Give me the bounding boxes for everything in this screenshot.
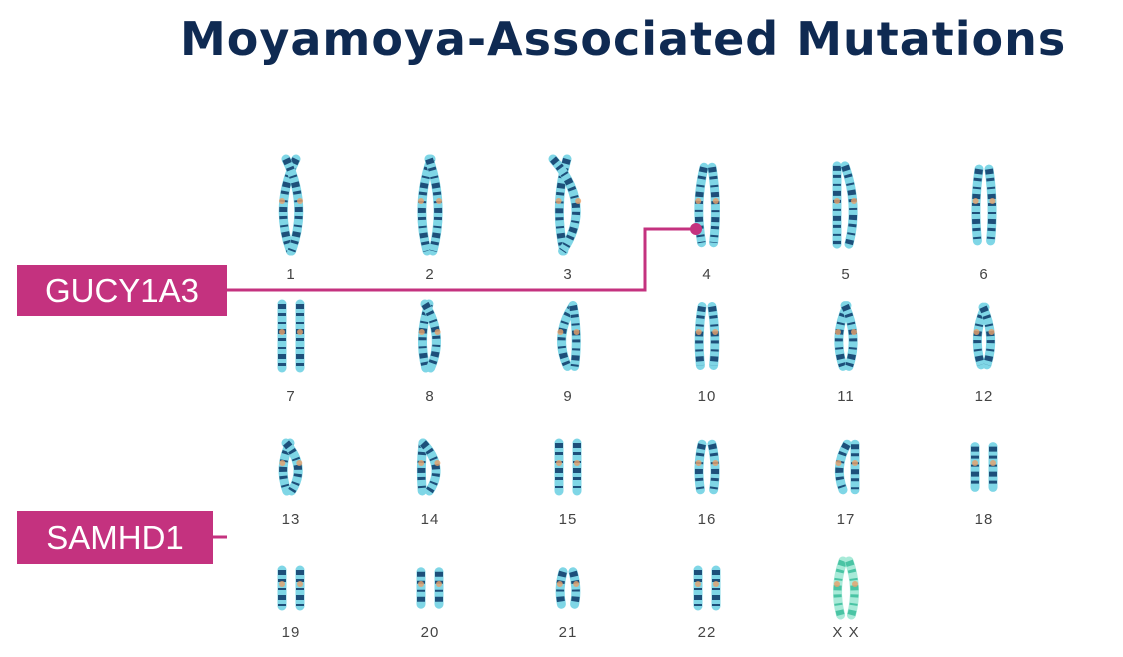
- chromosome-pair-13: [278, 438, 303, 496]
- chromosome-pair-8: [417, 299, 441, 373]
- chromatid-left: [970, 442, 980, 492]
- chromosome-number-label: 15: [558, 511, 578, 528]
- chromosome-number-label: 6: [979, 266, 989, 283]
- chromatid-right: [434, 567, 444, 609]
- chromosome-pair-4: [694, 162, 720, 248]
- chromatid-right: [420, 299, 441, 373]
- chromosome-number-label: 22: [697, 624, 717, 641]
- chromosome-pair-6: [971, 164, 997, 246]
- chromatid-right: [424, 154, 443, 256]
- chromatid-right: [840, 161, 858, 249]
- chromatid-right: [844, 556, 859, 620]
- chromosome-number-label: 4: [702, 266, 712, 283]
- chromatid-right: [295, 565, 305, 611]
- chromatid-left: [694, 162, 709, 248]
- chromatid-right: [568, 567, 581, 609]
- chromatid-right: [707, 162, 720, 248]
- page-title: Moyamoya-Associated Mutations: [180, 12, 1067, 66]
- chromosome-number-label: X X: [832, 624, 860, 641]
- chromosome-number-label: 13: [281, 511, 301, 528]
- chromatid-right: [568, 301, 581, 371]
- chromosome-number-label: 14: [420, 511, 440, 528]
- chromatid-right: [978, 302, 996, 370]
- chromosome-pair-19: [277, 565, 305, 611]
- chromatid-left: [277, 299, 287, 373]
- chromosome-number-label: 12: [974, 388, 994, 405]
- chromatid-right: [984, 164, 997, 246]
- chromosome-number-label: 16: [697, 511, 717, 528]
- chromatid-right: [281, 438, 303, 496]
- chromatid-left: [834, 439, 852, 495]
- chromatid-right: [295, 299, 305, 373]
- chromosome-pair-5: [832, 161, 858, 249]
- gene-label-gucy1a3: GUCY1A3: [17, 265, 227, 316]
- chromosome-pair-3: [548, 154, 582, 256]
- chromosome-number-label: 11: [837, 388, 855, 405]
- chromatid-right: [572, 438, 582, 496]
- chromosome-number-label: 10: [697, 388, 717, 405]
- chromatid-right: [840, 301, 858, 371]
- chromatid-right: [281, 154, 304, 256]
- chromatid-left: [416, 567, 426, 609]
- chromosome-number-label: 19: [281, 624, 301, 641]
- chromosome-pair-22: [693, 565, 721, 611]
- chromosome-pair-xx: [833, 556, 859, 620]
- gucy1a3-locus-marker: [690, 223, 702, 235]
- chromosome-number-label: 21: [558, 624, 578, 641]
- chromosome-pair-1: [278, 154, 304, 256]
- chromosome-pair-9: [557, 301, 581, 371]
- chromosome-pair-17: [834, 439, 860, 495]
- chromosome-number-label: 1: [286, 266, 296, 283]
- gene-label-samhd1: SAMHD1: [17, 511, 213, 564]
- chromatid-left: [277, 565, 287, 611]
- chromosome-pair-10: [694, 302, 720, 370]
- chromatid-left: [694, 439, 707, 495]
- chromosome-pair-12: [972, 302, 996, 370]
- chromosome-number-label: 2: [425, 266, 435, 283]
- chromatid-right: [707, 439, 720, 495]
- chromosome-pair-16: [694, 439, 720, 495]
- chromatid-left: [971, 164, 984, 246]
- chromatid-left: [693, 565, 703, 611]
- chromatid-left: [555, 567, 568, 609]
- chromosome-number-label: 3: [563, 266, 573, 283]
- chromosome-pair-11: [834, 301, 858, 371]
- chromosome-pair-21: [555, 567, 581, 609]
- gucy1a3-connector-line: [227, 227, 695, 292]
- chromosome-number-label: 5: [841, 266, 851, 283]
- chromosome-number-label: 7: [286, 388, 296, 405]
- chromatid-right: [988, 442, 998, 492]
- chromatid-right: [548, 154, 582, 256]
- chromosome-pair-18: [970, 442, 998, 492]
- chromatid-left: [832, 161, 842, 249]
- chromosome-pair-14: [416, 438, 441, 496]
- chromatid-right: [850, 439, 860, 495]
- chromosome-pair-15: [554, 438, 582, 496]
- chromosome-pair-7: [277, 299, 305, 373]
- chromatid-right: [711, 565, 721, 611]
- chromosome-pair-20: [416, 567, 444, 609]
- chromosome-number-label: 8: [425, 388, 435, 405]
- chromatid-left: [554, 438, 564, 496]
- chromatid-right: [418, 438, 441, 496]
- chromatid-left: [833, 556, 848, 620]
- chromosome-pair-2: [417, 154, 443, 256]
- chromosome-number-label: 17: [836, 511, 856, 528]
- chromosome-number-label: 20: [420, 624, 440, 641]
- chromosome-number-label: 18: [974, 511, 994, 528]
- chromatid-left: [694, 302, 707, 370]
- chromosome-number-label: 9: [563, 388, 573, 405]
- chromatid-right: [707, 302, 720, 370]
